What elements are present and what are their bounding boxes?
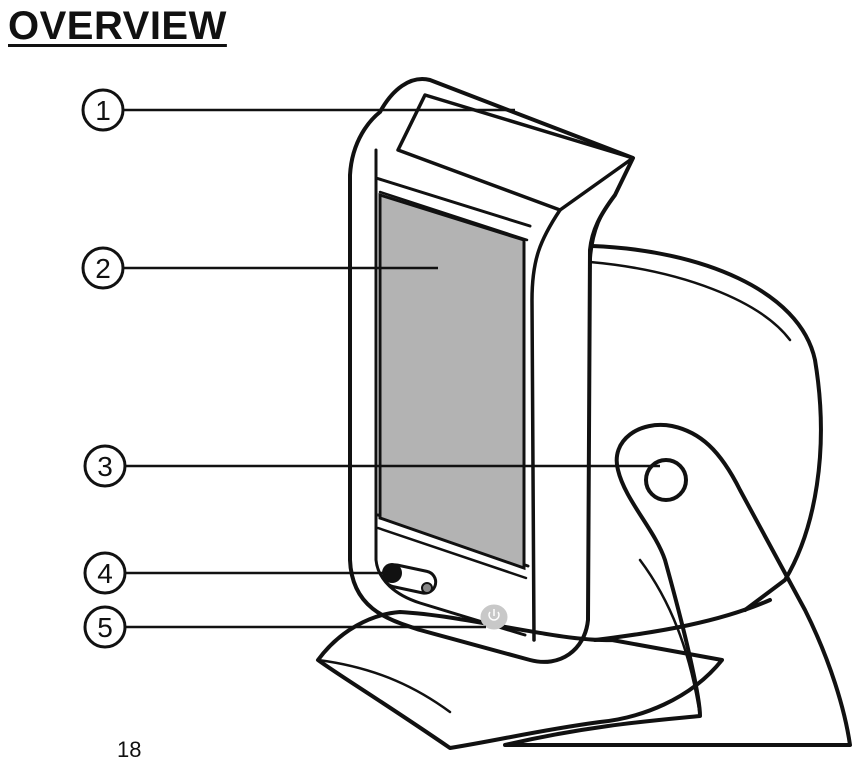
page-title: OVERVIEW: [8, 4, 227, 48]
callout-1-number: 1: [95, 95, 111, 126]
callout-3-number: 3: [97, 451, 113, 482]
base-foot-icon: [316, 610, 724, 750]
page-number: 18: [117, 737, 142, 762]
stand-arm-icon: [503, 422, 852, 747]
callout-2-number: 2: [95, 253, 111, 284]
callout-5-number: 5: [97, 612, 113, 643]
callout-4-number: 4: [97, 558, 113, 589]
handle-icon: [396, 93, 635, 212]
callout-5: 5: [83, 605, 486, 649]
switch-icon: [382, 563, 438, 595]
callout-3: 3: [83, 444, 660, 488]
pivot-knob-icon: [644, 458, 688, 502]
heating-panel-icon: [378, 192, 526, 571]
rear-housing-lower-edge: [593, 598, 772, 642]
callout-1: 1: [81, 88, 515, 132]
power-indicator-icon: [480, 604, 508, 630]
callout-2: 2: [81, 246, 438, 290]
body-frame-icon: [348, 77, 635, 664]
callout-4: 4: [83, 551, 388, 595]
rear-housing-icon: [590, 244, 823, 612]
